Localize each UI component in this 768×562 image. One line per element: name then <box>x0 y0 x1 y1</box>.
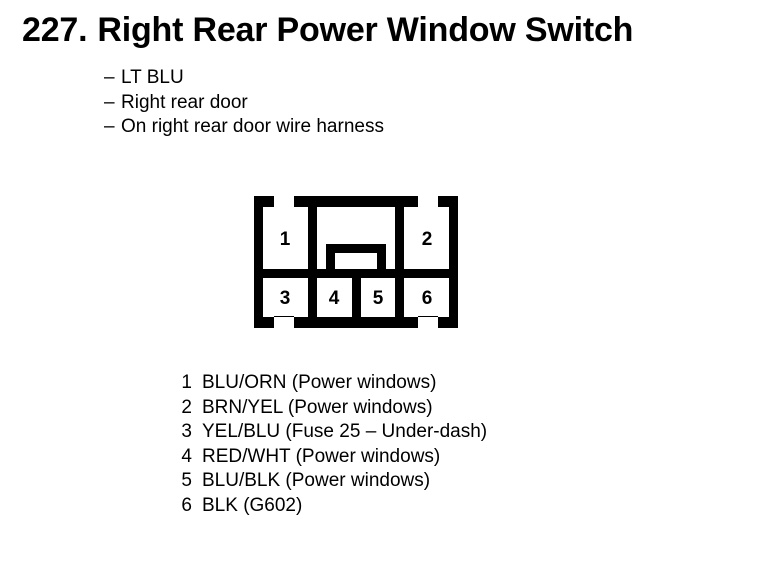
attribute-item-0-text: LT BLU <box>121 67 184 88</box>
section-title-text: Right Rear Power Window Switch <box>97 11 634 49</box>
connector-svg: 1 2 3 4 5 6 <box>254 196 458 328</box>
pin-label-2: 2 <box>422 229 433 250</box>
pin-label-5: 5 <box>373 288 384 309</box>
attribute-item-1: –Right rear door <box>104 91 384 116</box>
pin-legend-row: 5 BLU/BLK (Power windows) <box>178 469 487 494</box>
dash-marker: – <box>104 67 115 88</box>
attribute-item-0: –LT BLU <box>104 66 384 91</box>
center-tab <box>326 244 386 278</box>
pin-legend-number: 4 <box>181 445 192 467</box>
attribute-list: –LT BLU –Right rear door –On right rear … <box>104 66 384 140</box>
pin-legend-row: 3 YEL/BLU (Fuse 25 – Under-dash) <box>178 420 487 445</box>
pin-legend-number: 5 <box>181 470 192 492</box>
pin-legend-text: YEL/BLU (Fuse 25 – Under-dash) <box>202 421 488 443</box>
pin-legend-number: 6 <box>181 494 192 516</box>
pin-label-6: 6 <box>422 288 433 309</box>
attribute-item-2: –On right rear door wire harness <box>104 115 384 140</box>
pin-legend-number: 1 <box>181 372 192 393</box>
cell-2-left-wall <box>395 207 404 269</box>
pin-legend-number: 2 <box>181 396 192 418</box>
attribute-item-2-text: On right rear door wire harness <box>121 116 384 137</box>
pin-legend-row: 6 BLK (G602) <box>178 494 487 519</box>
pin-legend-row: 1 BLU/ORN (Power windows) <box>178 371 487 396</box>
pin-legend-number: 3 <box>181 421 192 443</box>
dash-marker: – <box>104 116 115 137</box>
cell-4-5-divider <box>352 278 361 317</box>
connector-diagram: 1 2 3 4 5 6 <box>240 188 472 336</box>
pin-label-4: 4 <box>329 288 340 309</box>
cell-5-6-divider <box>395 278 404 317</box>
pin-legend-list: 1 BLU/ORN (Power windows) 2 BRN/YEL (Pow… <box>178 371 487 519</box>
cell-3-4-divider <box>308 278 317 317</box>
cell-1-right-wall <box>308 207 317 269</box>
pin-label-1: 1 <box>280 229 291 250</box>
pin-legend-row: 4 RED/WHT (Power windows) <box>178 445 487 470</box>
pin-legend-text: BRN/YEL (Power windows) <box>202 396 433 418</box>
section-number: 227. <box>22 11 88 49</box>
page-title: 227.Right Rear Power Window Switch <box>22 13 633 47</box>
pin-legend-row: 2 BRN/YEL (Power windows) <box>178 396 487 421</box>
pin-legend-text: BLU/ORN (Power windows) <box>202 372 437 393</box>
pin-legend-text: RED/WHT (Power windows) <box>202 445 441 467</box>
dash-marker: – <box>104 91 115 113</box>
pin-label-3: 3 <box>280 288 291 309</box>
pin-legend-text: BLK (G602) <box>202 494 303 516</box>
pin-legend-text: BLU/BLK (Power windows) <box>202 470 431 492</box>
attribute-item-1-text: Right rear door <box>121 91 248 113</box>
